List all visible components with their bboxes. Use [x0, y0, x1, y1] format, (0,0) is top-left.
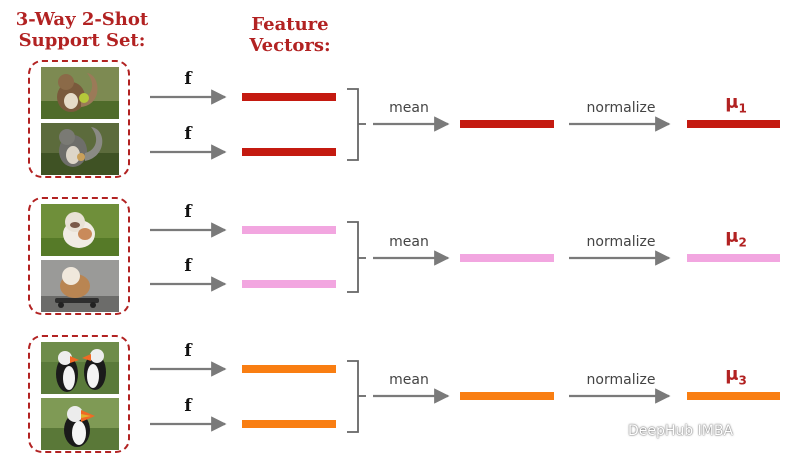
feature-vector-bar: [242, 93, 336, 101]
prototype-vector-bar: [687, 392, 780, 400]
puffin-photo: [41, 398, 119, 450]
mean-vector-bar: [460, 120, 554, 128]
prototype-symbol: μ: [725, 226, 739, 247]
watermark-text: DeepHub IMBA: [628, 423, 734, 439]
feature-vector-bar: [242, 280, 336, 288]
embedding-function-label: f: [184, 69, 192, 89]
grouping-bracket: [347, 221, 366, 293]
mean-label: mean: [389, 372, 429, 388]
prototype-index: 1: [738, 101, 747, 116]
embedding-function-label: f: [184, 256, 192, 276]
wechat-icon: [600, 422, 622, 439]
support-set-frame-bulldog: [28, 197, 130, 315]
bulldog-photo: [41, 260, 119, 312]
normalize-label: normalize: [586, 100, 656, 116]
support-set-frame-squirrel: [28, 60, 130, 178]
normalize-label: normalize: [586, 234, 656, 250]
support-set-heading-text: 3-Way 2-Shot Support Set:: [15, 9, 149, 51]
watermark: DeepHub IMBA: [600, 420, 790, 442]
prototype-vector-bar: [687, 120, 780, 128]
embedding-function-label: f: [184, 202, 192, 222]
support-set-heading: 3-Way 2-Shot Support Set:: [2, 9, 162, 51]
mean-vector-bar: [460, 254, 554, 262]
prototype-symbol: μ: [725, 92, 739, 113]
puffin-photo: [41, 342, 119, 394]
embedding-function-label: f: [184, 396, 192, 416]
prototype-index: 2: [738, 235, 747, 250]
squirrel-photo: [41, 67, 119, 119]
prototype-vector-bar: [687, 254, 780, 262]
feature-vectors-heading-text: Feature Vectors:: [249, 14, 331, 56]
prototype-symbol: μ: [725, 364, 739, 385]
prototype-label: μ3: [716, 364, 756, 388]
feature-vector-bar: [242, 420, 336, 428]
embedding-function-label: f: [184, 341, 192, 361]
grouping-bracket: [347, 360, 366, 433]
mean-label: mean: [389, 234, 429, 250]
prototype-index: 3: [738, 373, 747, 388]
mean-vector-bar: [460, 392, 554, 400]
normalize-label: normalize: [586, 372, 656, 388]
support-set-frame-puffin: [28, 335, 130, 453]
prototype-label: μ2: [716, 226, 756, 250]
mean-label: mean: [389, 100, 429, 116]
embedding-function-label: f: [184, 124, 192, 144]
feature-vector-bar: [242, 148, 336, 156]
feature-vector-bar: [242, 226, 336, 234]
grouping-bracket: [347, 88, 366, 161]
squirrel-photo: [41, 123, 119, 175]
prototype-label: μ1: [716, 92, 756, 116]
feature-vectors-heading: Feature Vectors:: [228, 14, 352, 56]
feature-vector-bar: [242, 365, 336, 373]
bulldog-photo: [41, 204, 119, 256]
